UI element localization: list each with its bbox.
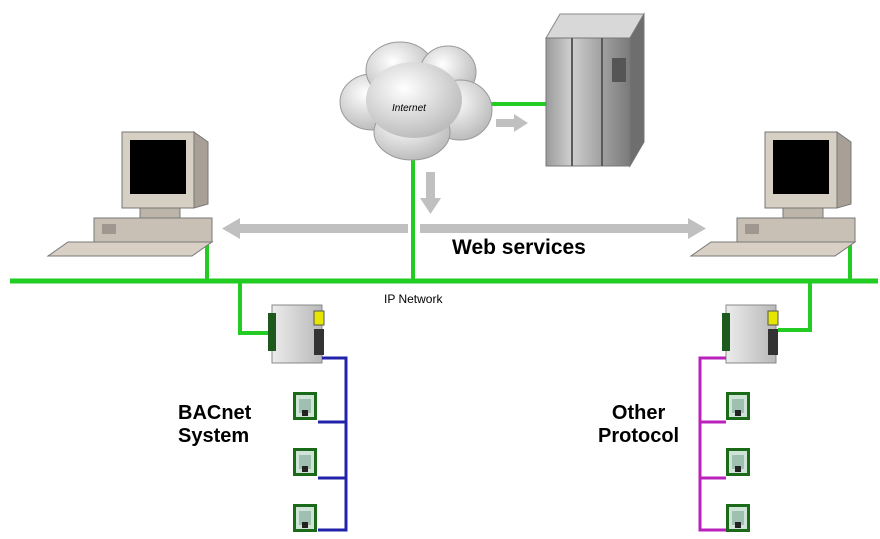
desktop-computer-icon <box>690 131 856 257</box>
other-protocol-label: Other Protocol <box>598 402 679 448</box>
other-controller-connection <box>778 281 812 332</box>
cloud-icon <box>339 41 493 161</box>
bacnet-system-label: BACnet System <box>178 402 251 448</box>
other-bus <box>698 356 726 532</box>
io-module-icon <box>293 504 317 532</box>
other-label-line2: Protocol <box>598 425 680 447</box>
internet-label: Internet <box>392 103 426 114</box>
io-module-icon <box>726 392 750 420</box>
controller-icon <box>721 304 779 364</box>
io-module-icon <box>293 392 317 420</box>
server-rack-icon <box>545 12 645 168</box>
bacnet-bus <box>318 356 348 532</box>
bacnet-controller-connection <box>238 281 270 335</box>
io-module-icon <box>293 448 317 476</box>
other-label-line1: Other <box>611 402 666 424</box>
desktop-computer-icon <box>47 131 213 257</box>
controller-icon <box>267 304 325 364</box>
io-module-icon <box>726 448 750 476</box>
ip-network-label: IP Network <box>384 292 443 306</box>
web-services-arrows <box>222 114 706 239</box>
bacnet-label-line1: BACnet <box>178 402 252 424</box>
web-services-label: Web services <box>452 236 586 259</box>
io-module-icon <box>726 504 750 532</box>
bacnet-label-line2: System <box>178 425 250 447</box>
